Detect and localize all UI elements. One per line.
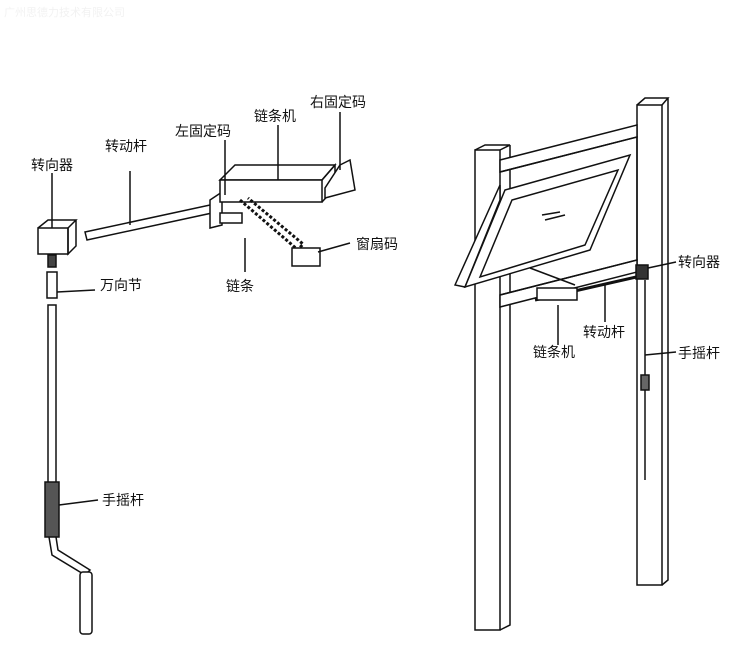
label-diverter: 转向器 — [31, 158, 73, 174]
label-universal-joint: 万向节 — [100, 278, 142, 294]
label-crank: 手摇杆 — [102, 493, 144, 509]
label-right-diverter: 转向器 — [678, 255, 720, 271]
label-right-rotating-rod: 转动杆 — [583, 325, 625, 341]
label-chain: 链条 — [226, 279, 254, 295]
label-chain-motor: 链条机 — [254, 109, 296, 125]
left-assembly — [37, 112, 356, 635]
label-sash-bracket: 窗扇码 — [356, 237, 398, 253]
label-right-chain-motor: 链条机 — [533, 345, 575, 361]
label-left-bracket: 左固定码 — [175, 124, 231, 140]
watermark: 广州思德力技术有限公司 — [4, 6, 125, 19]
label-rotating-rod: 转动杆 — [105, 139, 147, 155]
label-right-bracket: 右固定码 — [310, 95, 366, 111]
right-assembly — [453, 97, 677, 631]
label-right-crank: 手摇杆 — [678, 346, 720, 362]
